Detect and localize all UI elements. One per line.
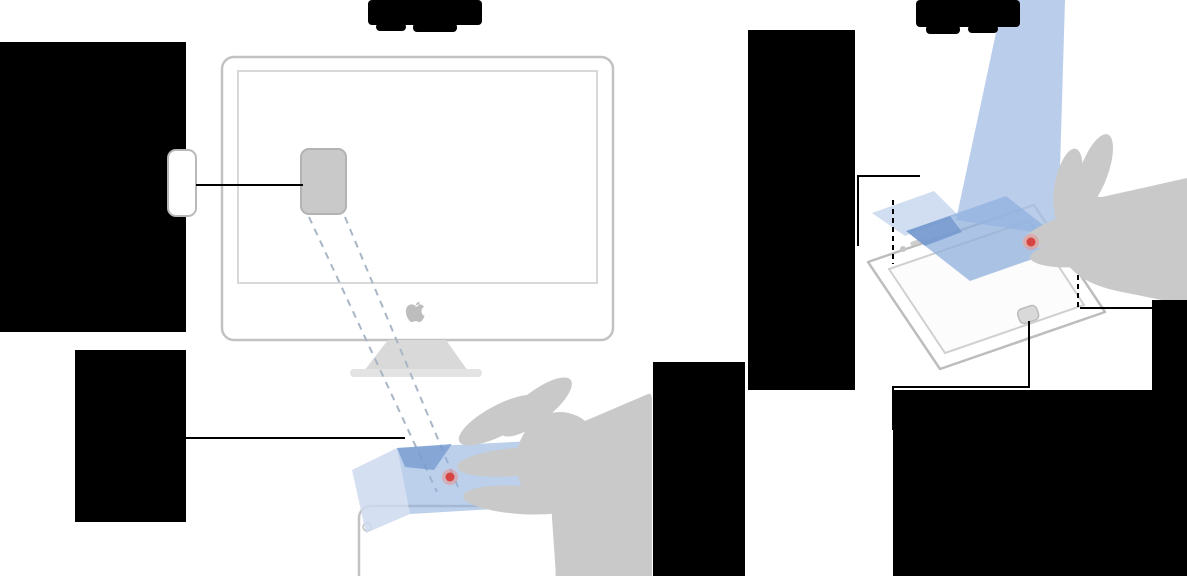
- label-phone-left-redacted: [748, 30, 855, 390]
- label-trackpad-gesture-redacted: [75, 350, 186, 522]
- label-screen-region-redacted: [0, 42, 186, 332]
- finger: [1075, 134, 1113, 210]
- projection-line: [308, 216, 438, 493]
- label-right-strip-redacted: [1152, 300, 1187, 390]
- label-middle-redacted: [653, 362, 745, 576]
- home-button: [1016, 304, 1040, 325]
- gesture-area-fold: [397, 444, 452, 470]
- right-figure-title-redacted: [926, 25, 960, 34]
- label-bottom-right-redacted: [893, 390, 1187, 576]
- gesture-touch-point: [1026, 237, 1036, 247]
- imac-figure: [220, 55, 652, 576]
- bracket-top-left: [857, 175, 920, 246]
- zoom-beam: [956, 0, 1065, 236]
- iphone-figure: [857, 0, 1187, 430]
- arm: [548, 393, 652, 576]
- left-figure-title-redacted: [376, 23, 406, 31]
- gesture-area-flap: [352, 448, 410, 533]
- right-figure-title-redacted: [968, 25, 998, 33]
- projection-line: [344, 216, 459, 488]
- label-notch: [167, 149, 197, 217]
- camera-dot: [900, 246, 906, 252]
- finger: [500, 377, 572, 437]
- right-hand: [1022, 134, 1187, 305]
- screen-patch-flap: [872, 191, 958, 236]
- imac-stand: [364, 340, 468, 371]
- apple-logo-icon: [405, 301, 425, 323]
- zoom-region: [300, 148, 347, 215]
- imac-stand-base: [350, 369, 482, 377]
- left-figure-title-redacted: [413, 23, 457, 32]
- right-figure-title-redacted: [916, 0, 1020, 27]
- left-hand: [457, 377, 652, 576]
- imac-screen: [237, 70, 598, 284]
- arm: [1054, 178, 1187, 305]
- gesture-touch-point: [445, 472, 455, 482]
- screen-patch-fold: [906, 216, 962, 246]
- left-figure-title-redacted: [368, 0, 482, 25]
